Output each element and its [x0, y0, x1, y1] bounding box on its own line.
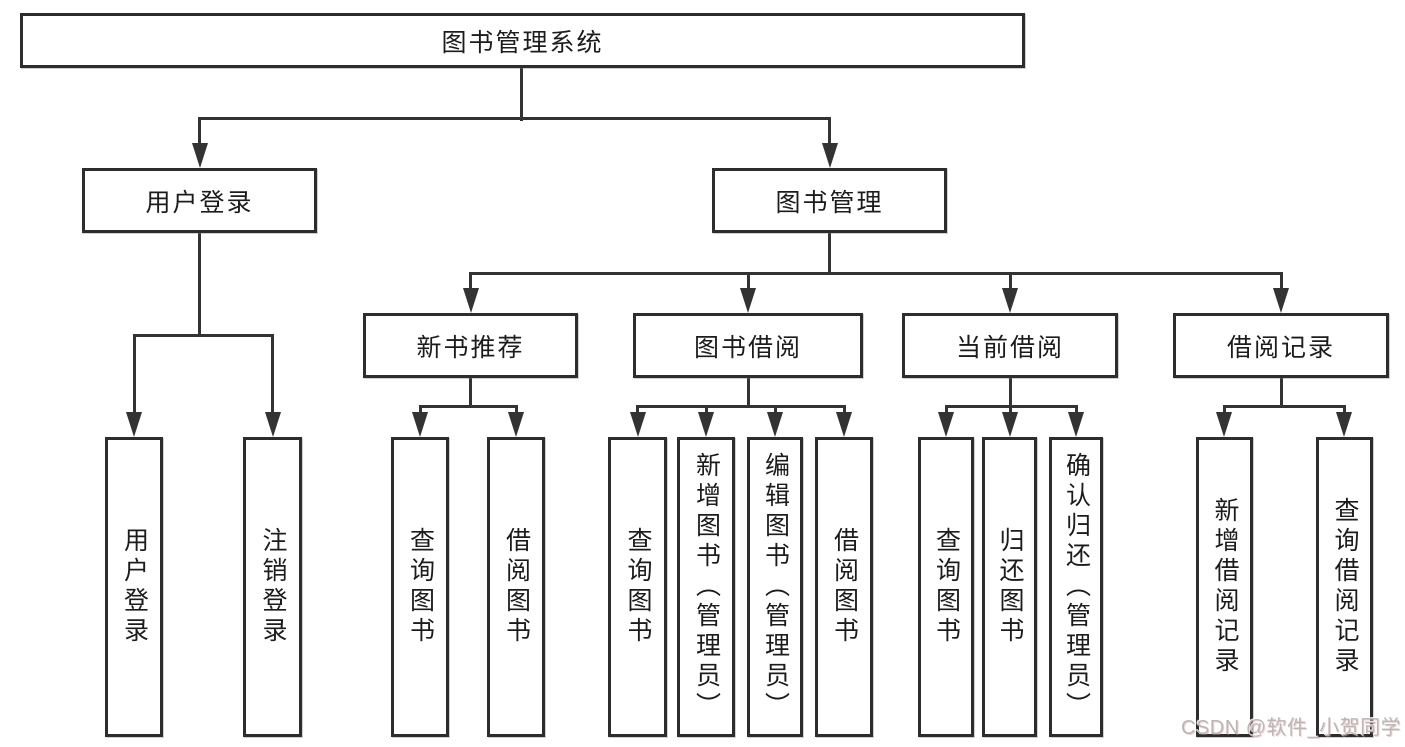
connector-line-vertical: [704, 406, 708, 416]
connector-line-vertical: [271, 335, 274, 417]
node-borrowing-records: 借阅记录: [1173, 313, 1389, 378]
node-root-system: 图书管理系统: [20, 13, 1025, 68]
connector-line-vertical: [1008, 378, 1012, 406]
arrowhead-down-icon: [264, 412, 281, 437]
node-leaf-return-books: 归还图书: [982, 437, 1037, 737]
connector-line-vertical: [198, 118, 201, 148]
arrowhead-down-icon: [462, 288, 479, 313]
node-leaf-logout: 注销登录: [243, 437, 302, 737]
connector-line-vertical: [746, 378, 750, 406]
connector-line-vertical: [944, 406, 948, 416]
connector-line-vertical: [520, 68, 523, 121]
connector-line-vertical: [469, 273, 472, 291]
node-leaf-query-books-2: 查询图书: [608, 437, 667, 737]
node-leaf-confirm-return: 确认归还（管理员）: [1049, 437, 1103, 737]
node-leaf-user-login: 用户登录: [105, 437, 163, 737]
arrowhead-down-icon: [629, 412, 646, 437]
connector-line-vertical: [514, 406, 518, 416]
connector-line-vertical: [773, 406, 777, 416]
node-new-book-recommend: 新书推荐: [363, 313, 578, 378]
arrowhead-down-icon: [821, 143, 838, 168]
arrowhead-down-icon: [1002, 288, 1018, 313]
connector-line-vertical: [198, 233, 201, 335]
connector-line-vertical: [469, 378, 472, 406]
connector-line-vertical: [842, 406, 846, 416]
node-book-borrowing: 图书借阅: [633, 313, 863, 378]
connector-line-vertical: [1074, 406, 1078, 416]
connector-line-vertical: [132, 335, 136, 417]
arrowhead-down-icon: [126, 412, 142, 437]
node-leaf-query-record: 查询借阅记录: [1316, 437, 1373, 737]
arrowhead-down-icon: [836, 412, 852, 437]
node-current-borrowing: 当前借阅: [902, 313, 1118, 378]
arrowhead-down-icon: [767, 412, 783, 437]
connector-line-vertical: [746, 273, 750, 291]
arrowhead-down-icon: [191, 143, 208, 168]
arrowhead-down-icon: [1216, 412, 1232, 437]
connector-line-horizontal: [469, 271, 1283, 275]
arrowhead-down-icon: [412, 412, 428, 437]
connector-line-vertical: [1008, 273, 1012, 291]
connector-line-vertical: [1279, 273, 1283, 291]
connector-line-vertical: [1279, 378, 1283, 406]
node-user-login: 用户登录: [82, 168, 317, 233]
connector-line-vertical: [636, 406, 639, 416]
node-leaf-query-books-1: 查询图书: [391, 437, 449, 737]
connector-line-vertical: [828, 118, 831, 148]
connector-line-horizontal: [198, 116, 831, 120]
node-leaf-edit-books: 编辑图书（管理员）: [747, 437, 803, 737]
node-leaf-borrow-books-1: 借阅图书: [487, 437, 545, 737]
arrowhead-down-icon: [698, 412, 714, 437]
node-leaf-query-books-3: 查询图书: [918, 437, 974, 737]
connector-line-vertical: [828, 233, 831, 273]
arrowhead-down-icon: [508, 412, 524, 437]
arrowhead-down-icon: [938, 412, 954, 437]
arrowhead-down-icon: [1273, 288, 1289, 313]
connector-line-vertical: [1222, 406, 1226, 416]
arrowhead-down-icon: [1002, 412, 1018, 437]
node-leaf-add-books: 新增图书（管理员）: [677, 437, 735, 737]
connector-line-vertical: [1008, 406, 1012, 416]
arrowhead-down-icon: [1068, 412, 1084, 437]
node-leaf-add-record: 新增借阅记录: [1196, 437, 1253, 737]
connector-line-horizontal: [418, 404, 518, 408]
connector-line-vertical: [1342, 406, 1346, 416]
node-book-management: 图书管理: [712, 168, 947, 233]
connector-line-horizontal: [1222, 404, 1346, 408]
arrowhead-down-icon: [740, 288, 756, 313]
arrowhead-down-icon: [1336, 412, 1352, 437]
connector-line-horizontal: [636, 404, 846, 408]
connector-line-vertical: [418, 406, 422, 416]
connector-line-horizontal: [132, 333, 274, 337]
csdn-watermark: CSDN @软件_小贺同学: [1181, 717, 1402, 739]
node-leaf-borrow-books-2: 借阅图书: [815, 437, 873, 737]
